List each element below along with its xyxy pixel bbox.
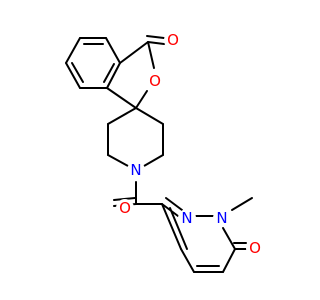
label-backdrop: [127, 161, 145, 179]
atom-label-n: N: [181, 209, 192, 227]
atom-label-n: N: [216, 209, 227, 227]
label-backdrop: [116, 199, 134, 217]
atom-o-ring: O: [146, 72, 164, 90]
atom-n-piperidine: N: [127, 161, 145, 179]
bond: [107, 107, 137, 125]
bond: [180, 248, 195, 273]
bond-double-inner: [169, 207, 188, 250]
bond: [231, 197, 253, 211]
bond: [107, 154, 129, 167]
atom-o-carbonyl-top: O: [164, 31, 182, 49]
bond: [143, 154, 164, 167]
atom-label-o: O: [119, 199, 131, 217]
label-backdrop: [146, 72, 164, 90]
bond: [222, 248, 236, 273]
atom-n-pyridazine-2: N: [213, 209, 231, 227]
label-backdrop: [178, 209, 196, 227]
atom-label-o: O: [167, 31, 179, 49]
atom-o-amide: O: [116, 199, 134, 217]
bond: [106, 62, 121, 89]
atom-o-pyridazinone: O: [246, 239, 264, 257]
bond-double: [147, 41, 165, 45]
bond: [222, 227, 236, 250]
bond: [105, 37, 121, 64]
bond-double-inner: [103, 63, 115, 83]
atom-label-layer: O O N O N N O: [116, 31, 264, 257]
molecule-structure: O O N O N N O: [65, 31, 264, 273]
bond: [106, 87, 137, 109]
bond: [161, 203, 182, 250]
label-backdrop: [164, 31, 182, 49]
label-backdrop: [213, 209, 231, 227]
bond: [135, 107, 164, 125]
bond-double-inner: [71, 62, 84, 83]
bond-double: [146, 35, 165, 39]
bond-double: [113, 197, 136, 201]
bond-double: [165, 197, 183, 211]
bond: [65, 62, 81, 89]
bond: [65, 37, 81, 64]
atom-n-pyridazine-1: N: [178, 209, 196, 227]
bond: [147, 41, 155, 69]
bond: [135, 90, 148, 109]
atom-label-o: O: [149, 72, 161, 90]
atom-label-o: O: [249, 239, 261, 257]
label-backdrop: [246, 239, 264, 257]
bond: [119, 41, 149, 64]
atom-label-n: N: [130, 161, 141, 179]
